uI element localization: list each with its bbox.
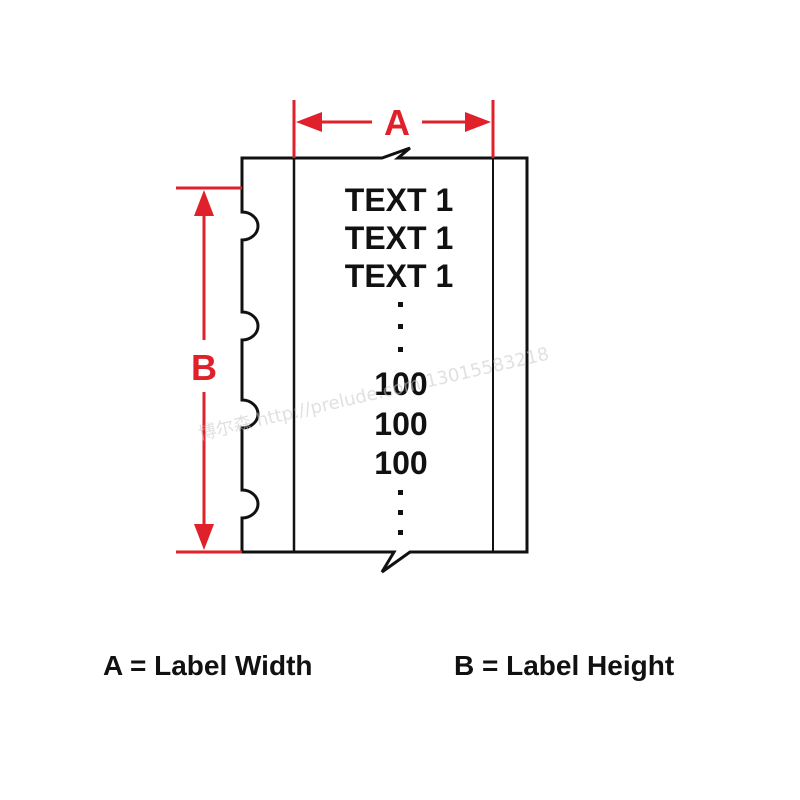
text-line-3: TEXT 1 [345,258,453,294]
dimension-b-label: B [191,347,217,388]
dimension-a-label: A [384,102,410,143]
legend-label-height: B = Label Height [454,650,675,681]
legend-label-width: A = Label Width [103,650,313,681]
dimension-a-arrow-right [465,112,491,132]
ellipsis-dots-top [398,302,403,352]
dimension-a: A [292,100,495,158]
dimension-b-arrow-bottom [194,524,214,550]
number-line-1: 100 [374,366,427,402]
label-outline [240,146,529,574]
label-content: TEXT 1 TEXT 1 TEXT 1 100 100 100 [345,182,453,535]
number-line-2: 100 [374,406,427,442]
number-line-3: 100 [374,445,427,481]
dimension-b-arrow-top [194,190,214,216]
dimension-a-arrow-left [296,112,322,132]
text-line-2: TEXT 1 [345,220,453,256]
ellipsis-dots-bottom [398,490,403,535]
text-line-1: TEXT 1 [345,182,453,218]
dimension-b: B [176,186,242,554]
